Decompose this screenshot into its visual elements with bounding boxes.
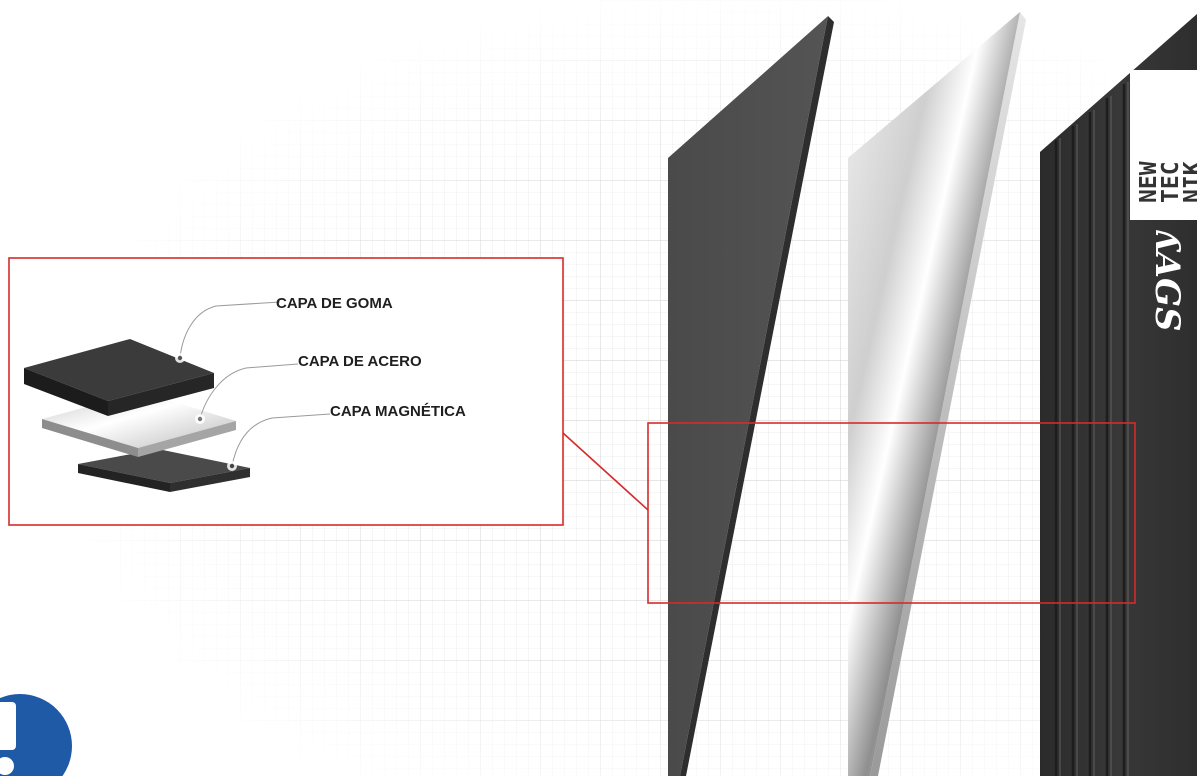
script-brand-mark: ʎAGS xyxy=(1147,230,1187,332)
brand-logo-line-2: TEC xyxy=(1158,161,1184,203)
leader-lines xyxy=(179,301,331,467)
mini-rubber-layer xyxy=(24,339,214,416)
panel-highlight-box xyxy=(647,422,1136,604)
base-rail-highlights xyxy=(1059,82,1129,776)
magnetic-base-panel: NEW TEC NIK ʎAGS xyxy=(1040,14,1197,776)
steel-layer-panel xyxy=(848,12,1026,776)
mini-magnetic-layer xyxy=(78,449,250,492)
brand-logo-line-1: NEW xyxy=(1136,161,1162,203)
brand-logo: NEW TEC NIK xyxy=(1130,70,1197,220)
brand-logo-line-3: NIK xyxy=(1180,161,1197,203)
callout-frame xyxy=(8,257,564,526)
steel-layer-label: CAPA DE ACERO xyxy=(298,353,422,370)
leader-dots xyxy=(175,353,237,471)
rubber-layer-label: CAPA DE GOMA xyxy=(276,295,393,312)
layers-callout: CAPA DE GOMA CAPA DE ACERO CAPA MAGNÉTIC… xyxy=(8,257,564,526)
callout-connector xyxy=(562,432,649,511)
alert-icon xyxy=(0,694,72,776)
script-brand-mark-text: ʎAGS xyxy=(1147,230,1187,332)
rubber-layer-panel xyxy=(668,16,834,776)
magnetic-layer-label: CAPA MAGNÉTICA xyxy=(330,403,466,420)
base-rails xyxy=(1054,84,1126,776)
